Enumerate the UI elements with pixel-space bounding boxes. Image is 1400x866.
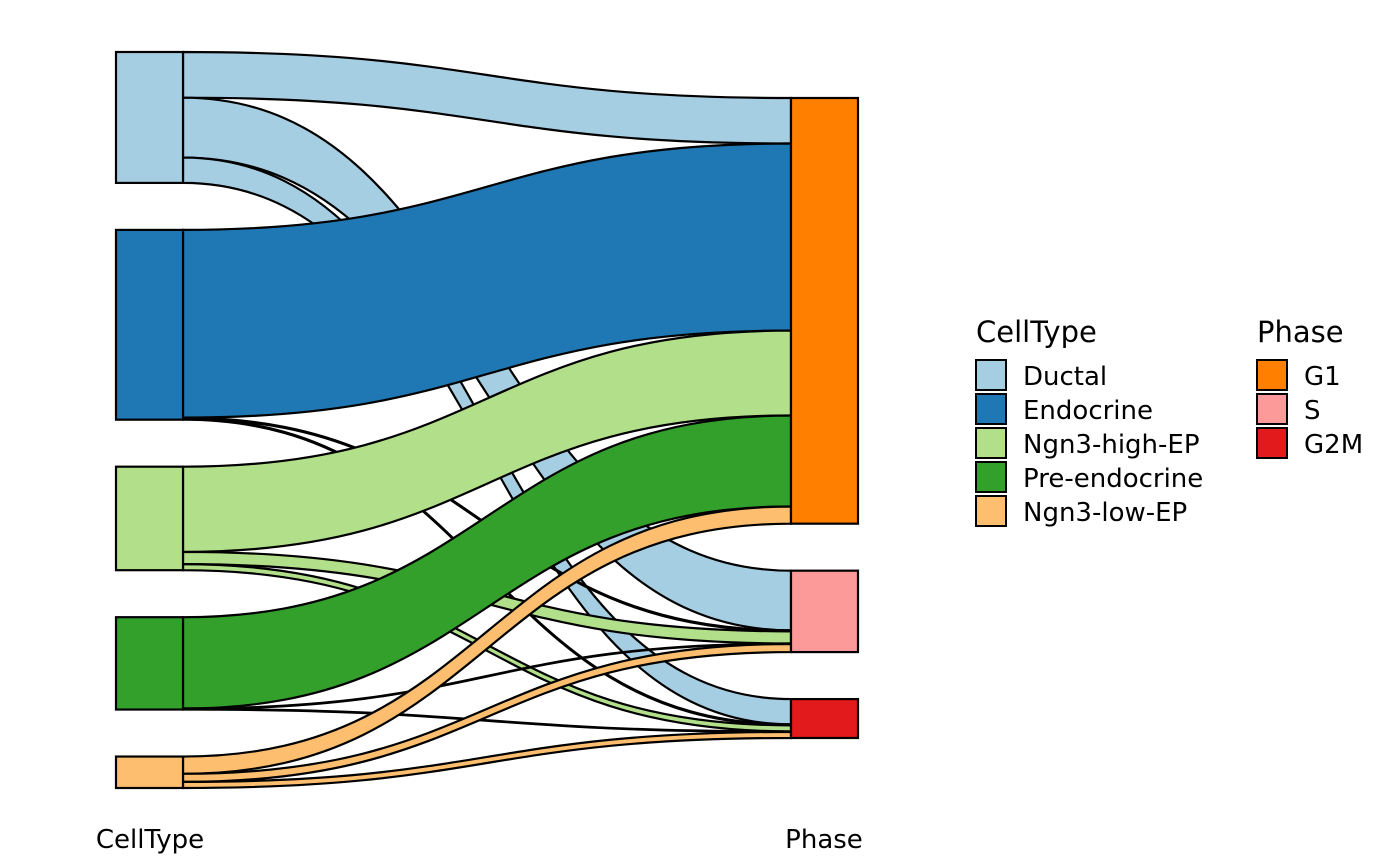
legend-label-endocrine: Endocrine [1023, 396, 1153, 426]
legend-label-s: S [1304, 396, 1321, 426]
legend-swatch-g1 [1256, 359, 1288, 391]
node-ductal [114, 50, 185, 185]
node-s [789, 569, 860, 654]
legend-swatch-endocrine [975, 393, 1007, 425]
legend-swatch-ngn3-high-ep [975, 427, 1007, 459]
legend-swatch-s [1256, 393, 1288, 425]
node-ngn3-low-ep [114, 755, 185, 790]
flow-layer [181, 50, 793, 790]
node-ngn3-high-ep [114, 465, 185, 572]
legend-label-ductal: Ductal [1023, 362, 1107, 392]
legend-swatch-ngn3-low-ep [975, 495, 1007, 527]
legend-title-phase: Phase [1257, 315, 1344, 349]
legend-title-celltype: CellType [976, 315, 1097, 349]
legend-label-ngn3-high-ep: Ngn3-high-EP [1023, 430, 1200, 460]
legend-swatch-g2m [1256, 427, 1288, 459]
axis-label-phase: Phase [785, 825, 863, 855]
legend-label-pre-endocrine: Pre-endocrine [1023, 464, 1203, 494]
legend-label-g1: G1 [1304, 362, 1341, 392]
node-g1 [789, 96, 860, 525]
node-pre-endocrine [114, 616, 185, 711]
legend-swatch-ductal [975, 359, 1007, 391]
node-g2m [789, 697, 860, 740]
node-layer [114, 50, 860, 790]
legend-label-g2m: G2M [1304, 430, 1363, 460]
legend-swatch-pre-endocrine [975, 461, 1007, 493]
node-endocrine [114, 228, 185, 421]
legend-label-ngn3-low-ep: Ngn3-low-EP [1023, 498, 1187, 528]
axis-label-celltype: CellType [96, 825, 204, 855]
